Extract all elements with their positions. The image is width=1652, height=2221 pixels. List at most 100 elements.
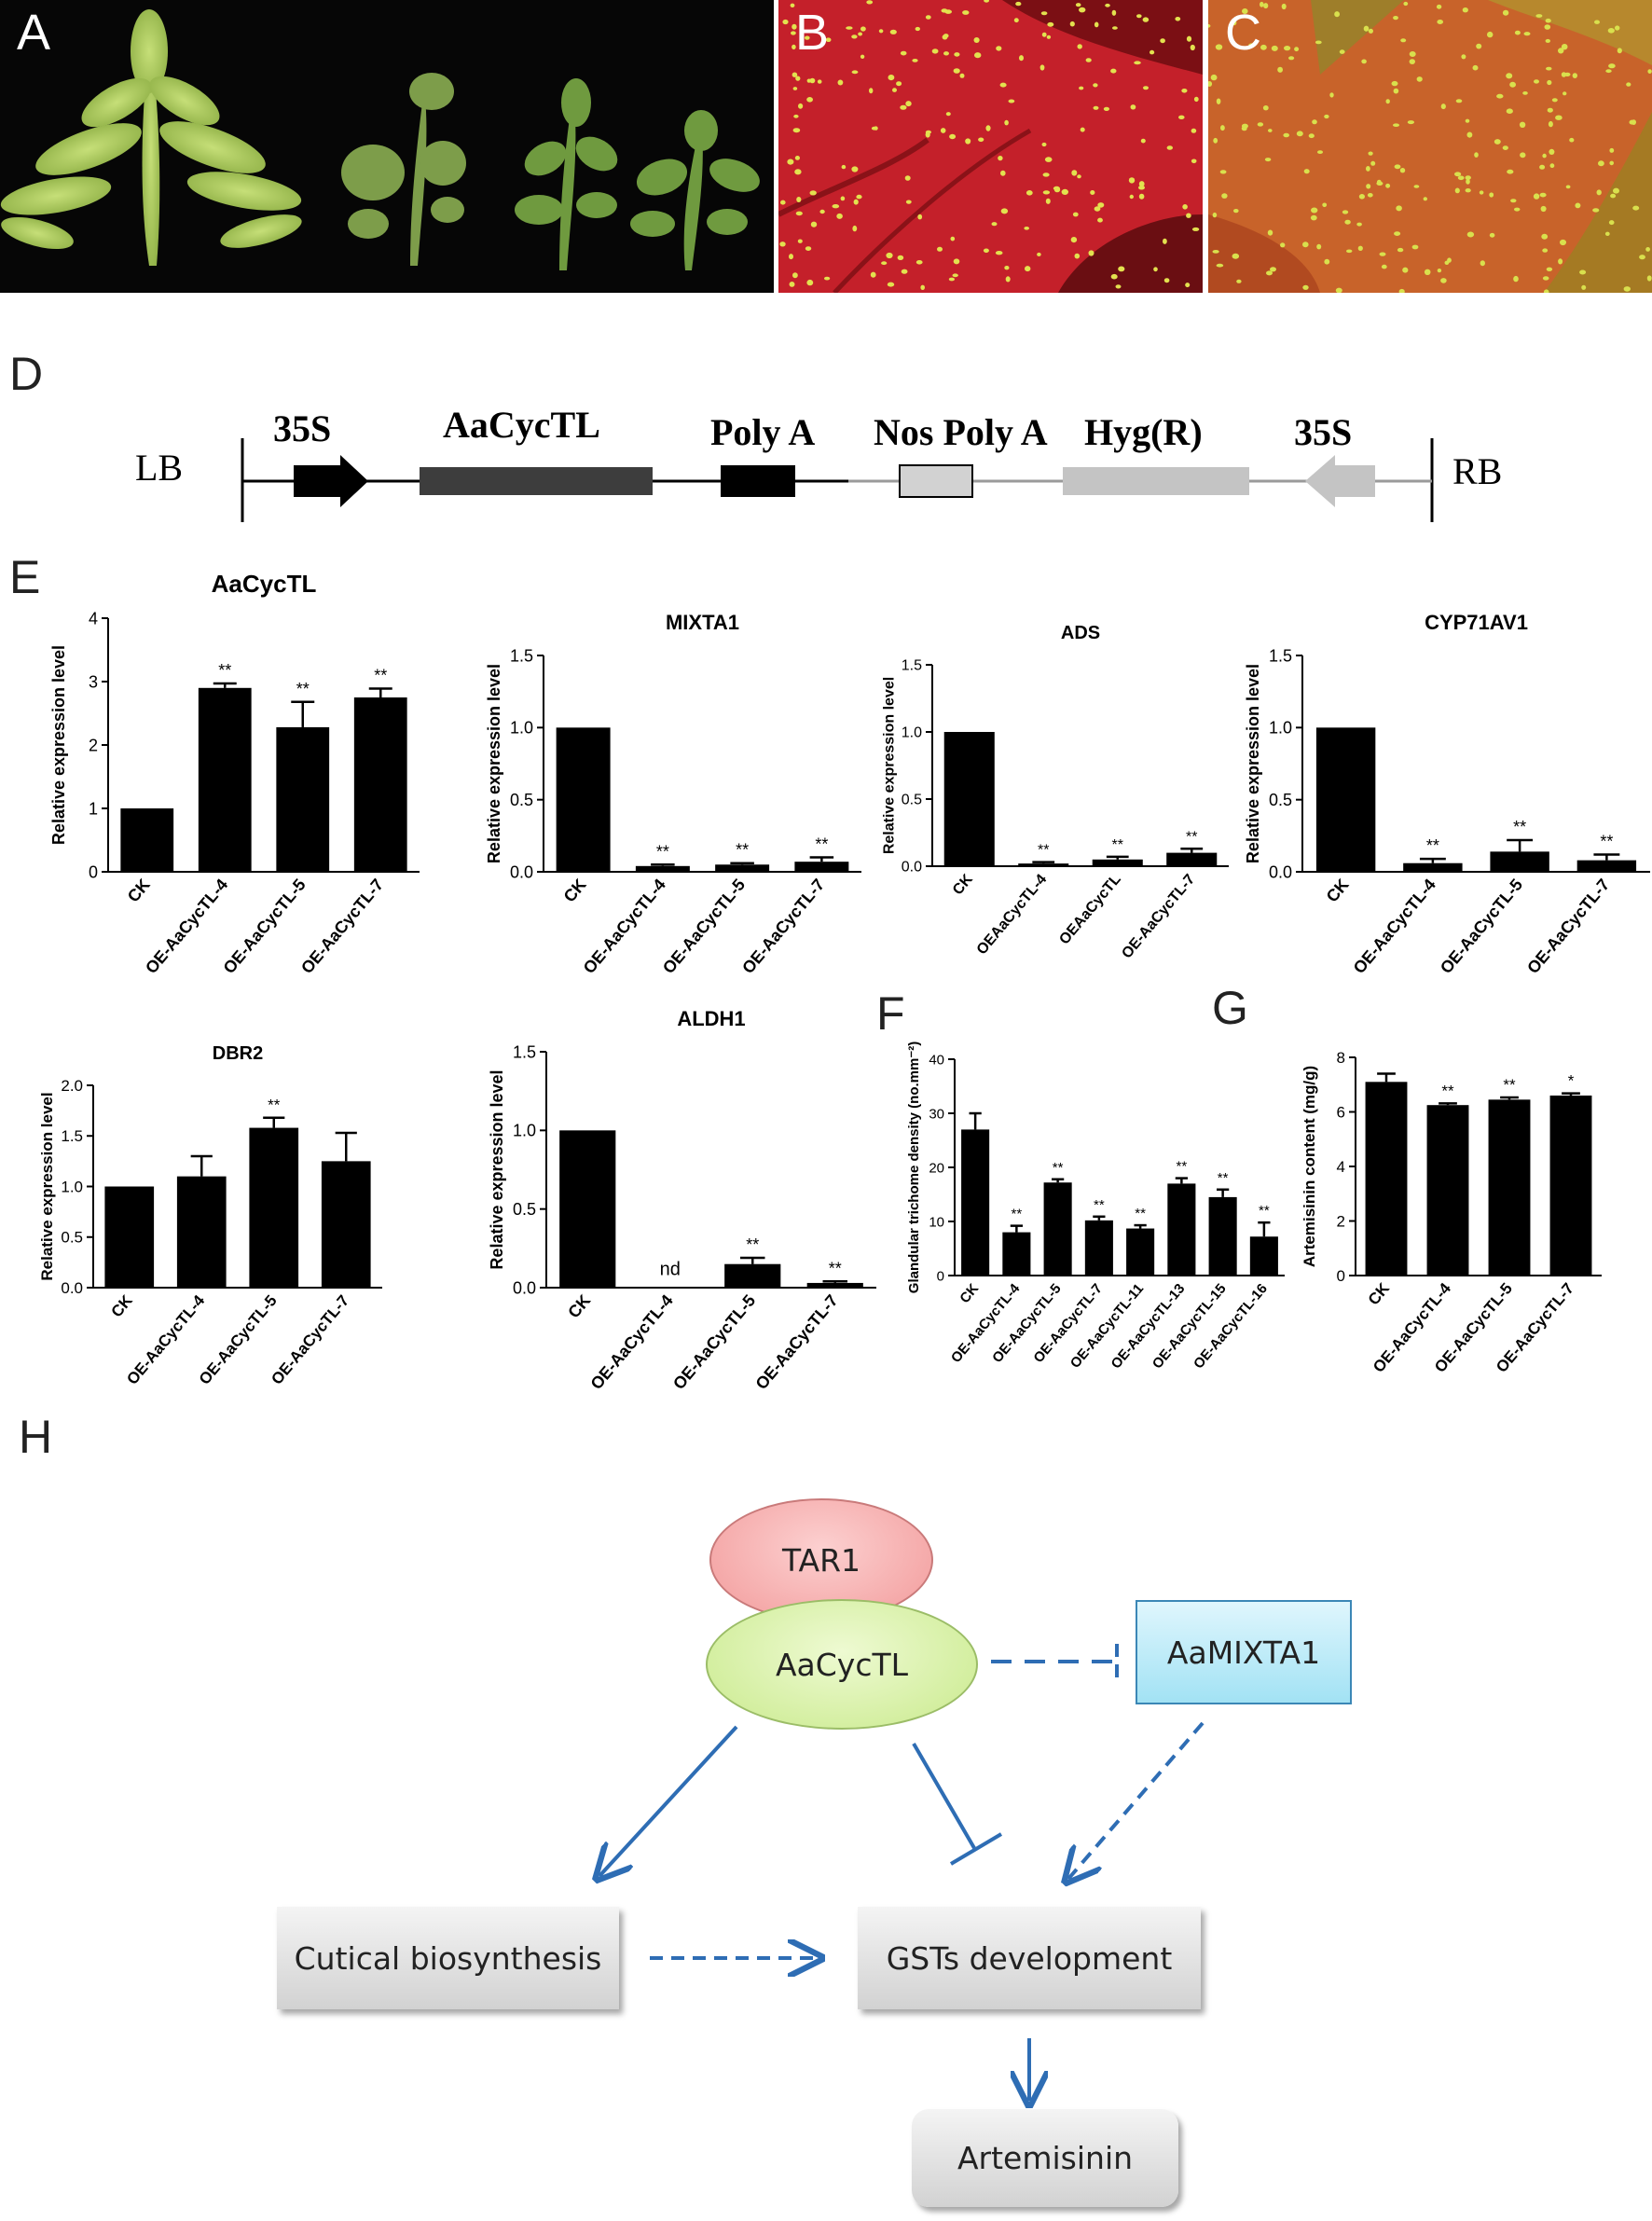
bar xyxy=(961,1129,990,1276)
panel-label-f: F xyxy=(876,987,905,1040)
panel-label-b: B xyxy=(795,5,830,61)
y-axis-label: Relative expression level xyxy=(38,1092,56,1280)
bar xyxy=(806,1282,863,1288)
bar xyxy=(1043,1182,1072,1276)
bar xyxy=(1490,851,1549,872)
construct-hyg-label: Hyg(R) xyxy=(1084,411,1203,453)
node-artemisinin: Artemisinin xyxy=(912,2109,1178,2207)
significance-label: ** xyxy=(815,835,828,854)
y-tick-label: 0.0 xyxy=(513,1278,536,1297)
y-tick-label: 2.0 xyxy=(61,1077,83,1095)
significance-label: ** xyxy=(1426,836,1439,855)
chart-title: ALDH1 xyxy=(677,1007,745,1030)
bar xyxy=(1549,1095,1592,1276)
bar xyxy=(1084,1220,1113,1276)
node-aamixta1: AaMIXTA1 xyxy=(1136,1600,1352,1704)
y-tick-label: 0.5 xyxy=(1269,791,1292,809)
significance-label: ** xyxy=(1186,829,1197,845)
photo-panel-a: A xyxy=(0,0,774,293)
chart-title: CYP71AV1 xyxy=(1425,611,1528,634)
construct-35s-left: 35S xyxy=(273,407,332,449)
bar xyxy=(176,1176,227,1288)
bar xyxy=(715,864,770,872)
bar xyxy=(1249,1236,1278,1276)
panel-label-a: A xyxy=(17,5,51,61)
y-tick-label: 1.5 xyxy=(1269,646,1292,665)
bar xyxy=(794,862,849,872)
significance-label: ** xyxy=(1513,818,1526,836)
node-aamixta1-label: AaMIXTA1 xyxy=(1166,1634,1321,1671)
bar xyxy=(1126,1228,1155,1276)
y-tick-label: 0 xyxy=(937,1268,944,1284)
panel-label-c: C xyxy=(1225,5,1261,61)
y-tick-label: 20 xyxy=(929,1160,944,1176)
y-axis-label: Relative expression level xyxy=(485,664,503,863)
significance-label: ** xyxy=(656,842,669,861)
promoter-arrow-left xyxy=(294,455,368,507)
significance-label: ** xyxy=(218,661,231,680)
bar xyxy=(1488,1099,1531,1276)
construct-nos-polya-label: Nos Poly A xyxy=(874,411,1048,453)
significance-label: ** xyxy=(746,1235,759,1254)
y-tick-label: 8 xyxy=(1337,1049,1345,1067)
panel-label-d: D xyxy=(9,348,44,400)
y-tick-label: 1.0 xyxy=(510,719,533,738)
bar xyxy=(353,697,407,872)
y-tick-label: 4 xyxy=(89,609,98,628)
node-artemisinin-label: Artemisinin xyxy=(957,2140,1134,2176)
significance-label: ** xyxy=(268,1097,281,1114)
y-tick-label: 1.0 xyxy=(1269,719,1292,738)
y-axis-label: Relative expression level xyxy=(881,677,897,854)
y-tick-label: 0.0 xyxy=(902,860,922,876)
bar xyxy=(198,687,252,872)
y-axis-label: Relative expression level xyxy=(1244,664,1262,863)
y-axis-label: Relative expression level xyxy=(49,645,68,845)
y-tick-label: 0.5 xyxy=(513,1200,536,1219)
y-tick-label: 1.5 xyxy=(510,646,533,665)
bar xyxy=(1365,1082,1408,1276)
significance-label: ** xyxy=(296,680,310,698)
chart-title: ADS xyxy=(1061,623,1100,643)
y-tick-label: 3 xyxy=(89,672,98,691)
y-tick-label: 0 xyxy=(89,862,98,881)
y-tick-label: 30 xyxy=(929,1106,944,1122)
bar xyxy=(556,727,611,872)
y-tick-label: 0.5 xyxy=(510,791,533,809)
photo-panel-c: C xyxy=(1208,0,1652,293)
significance-label: * xyxy=(1568,1072,1575,1090)
bar xyxy=(724,1263,781,1288)
chart-title: AaCycTL xyxy=(212,570,317,598)
node-cutical-biosynthesis: Cutical biosynthesis xyxy=(277,1907,619,2009)
panel-label-e: E xyxy=(9,551,41,603)
significance-label: ** xyxy=(736,841,749,860)
bar xyxy=(276,726,330,872)
bar xyxy=(1403,862,1463,872)
chart-title: MIXTA1 xyxy=(666,611,739,634)
bar xyxy=(559,1130,616,1288)
y-tick-label: 1.0 xyxy=(902,725,922,741)
y-tick-label: 1 xyxy=(89,799,98,818)
node-cutical-label: Cutical biosynthesis xyxy=(294,1939,602,1977)
construct-lb: LB xyxy=(135,447,184,489)
bar xyxy=(1576,860,1637,872)
bar xyxy=(249,1127,299,1288)
node-gsts-label: GSTs development xyxy=(886,1939,1173,1977)
y-tick-label: 1.5 xyxy=(61,1127,83,1145)
significance-label: ** xyxy=(829,1259,842,1277)
bar xyxy=(120,808,174,872)
bar xyxy=(1426,1105,1469,1276)
stained-leaf-b xyxy=(778,0,1203,293)
y-tick-label: 40 xyxy=(929,1052,944,1068)
stained-leaf-c xyxy=(1208,0,1652,293)
bar xyxy=(1166,852,1218,866)
bar xyxy=(1167,1183,1196,1276)
y-tick-label: 0.0 xyxy=(510,862,533,881)
y-tick-label: 1.5 xyxy=(902,658,922,674)
